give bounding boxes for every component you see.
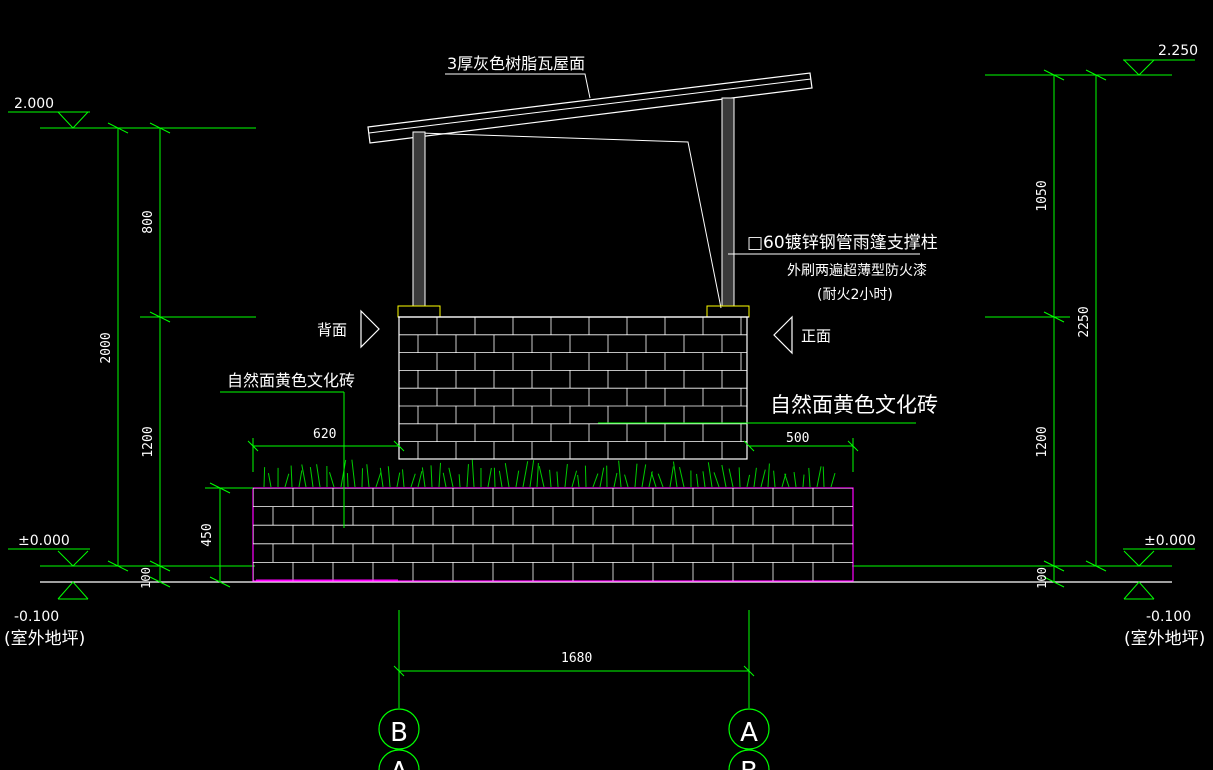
dim-right-2250: 2250 <box>1077 306 1092 337</box>
dim-right-100: 100 <box>1035 567 1049 589</box>
post-label-line3: (耐火2小时) <box>817 287 893 303</box>
dim-left-1200: 1200 <box>141 426 156 457</box>
axis-label-right-lower: B <box>740 757 758 770</box>
back-face-marker: 背面 <box>317 309 380 349</box>
axis-label-left-lower: A <box>390 757 408 770</box>
post-label-line2: 外刷两遍超薄型防火漆 <box>787 263 927 279</box>
axis-bubble-left: B A <box>378 708 420 770</box>
dim-left-800: 800 <box>141 210 156 233</box>
front-face-marker: 正面 <box>773 315 831 355</box>
left-ground-elevation: -0.100 <box>14 609 59 625</box>
dim-right-1200: 1200 <box>1035 426 1050 457</box>
roof <box>367 72 813 309</box>
back-face-label: 背面 <box>317 321 347 339</box>
right-dimensions <box>985 59 1195 600</box>
axis-label-left: B <box>390 718 408 748</box>
brick-label-left-text: 自然面黄色文化砖 <box>227 371 355 390</box>
brick-label-right-text: 自然面黄色文化砖 <box>770 393 938 417</box>
dim-top-620: 620 <box>313 427 336 442</box>
axis-bubble-right: A B <box>728 708 770 770</box>
dim-bottom-1680: 1680 <box>561 651 592 666</box>
right-ground-elevation: -0.100 <box>1146 609 1191 625</box>
dim-left-450: 450 <box>200 523 215 546</box>
bottom-dimension <box>393 610 755 708</box>
roof-label: 3厚灰色树脂瓦屋面 <box>445 54 591 99</box>
brick-label-left: 自然面黄色文化砖 <box>220 371 355 528</box>
dim-left-100: 100 <box>139 567 153 589</box>
right-zero-elevation: ±0.000 <box>1144 533 1196 549</box>
dim-right-1050: 1050 <box>1035 180 1050 211</box>
axis-label-right: A <box>740 718 758 748</box>
left-dimensions <box>8 111 256 600</box>
post-label: □60镀锌钢管雨篷支撑柱 外刷两遍超薄型防火漆 (耐火2小时) <box>728 233 938 303</box>
grass <box>263 459 836 488</box>
left-top-elevation: 2.000 <box>14 96 54 112</box>
right-ground-note: (室外地坪) <box>1124 629 1205 649</box>
right-top-elevation: 2.250 <box>1158 43 1198 59</box>
left-zero-elevation: ±0.000 <box>18 533 70 549</box>
roof-label-text: 3厚灰色树脂瓦屋面 <box>447 54 585 73</box>
dim-top-500: 500 <box>786 431 809 446</box>
planter <box>252 487 854 582</box>
top-dimensions <box>247 438 859 472</box>
dim-left-2000: 2000 <box>99 332 114 363</box>
front-face-label: 正面 <box>801 327 831 345</box>
post-label-line1: □60镀锌钢管雨篷支撑柱 <box>747 233 938 253</box>
left-ground-note: (室外地坪) <box>4 629 85 649</box>
brick-wall <box>398 316 748 460</box>
support-posts <box>397 97 750 318</box>
brick-label-right: 自然面黄色文化砖 <box>598 393 938 424</box>
